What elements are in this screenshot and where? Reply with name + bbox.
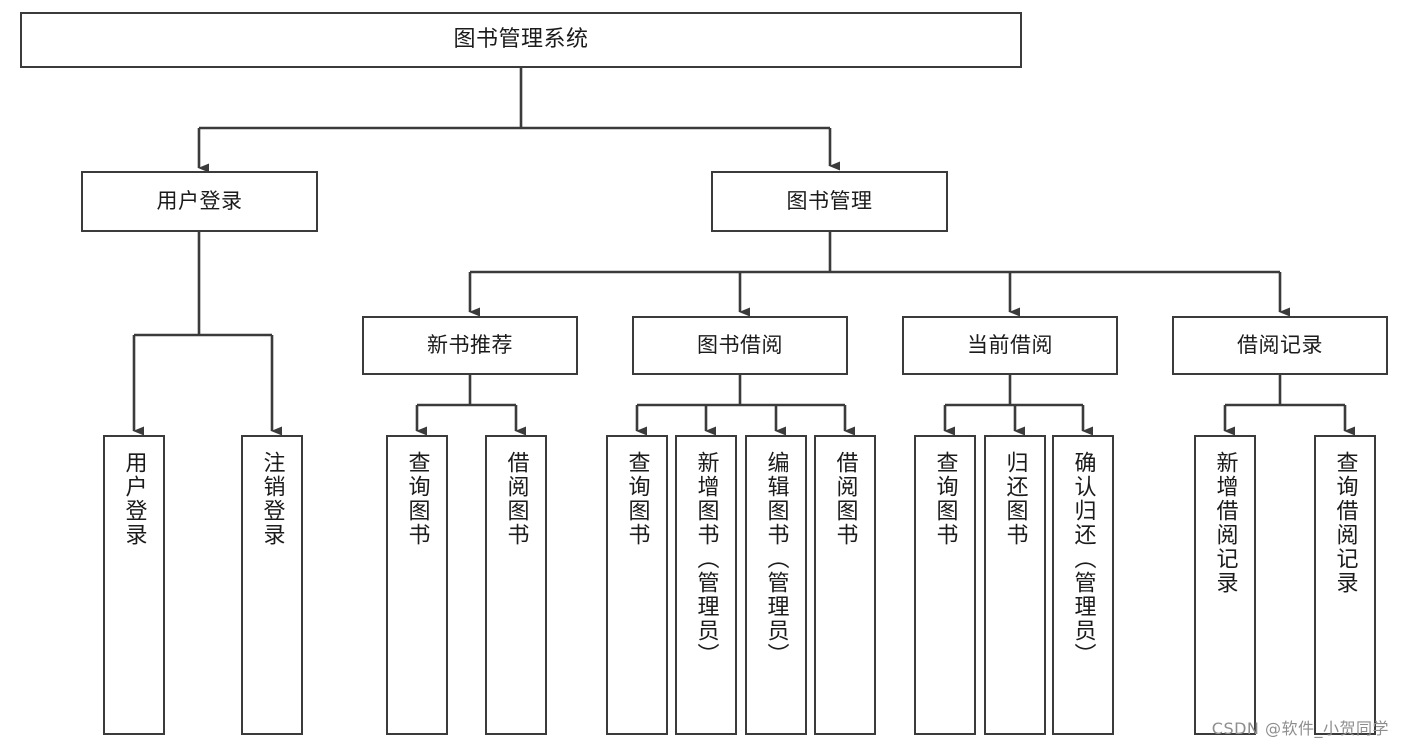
node-leaf-current-query-book-label: 查询图书 [932, 451, 958, 547]
node-leaf-record-query[interactable]: 查询借阅记录 [1314, 435, 1376, 735]
node-leaf-current-return-book-label: 归还图书 [1002, 451, 1028, 547]
node-leaf-logout[interactable]: 注销登录 [241, 435, 303, 735]
node-book-manage[interactable]: 图书管理 [711, 171, 948, 232]
node-current-borrow[interactable]: 当前借阅 [902, 316, 1118, 375]
node-leaf-rec-borrow-book[interactable]: 借阅图书 [485, 435, 547, 735]
node-root-system-label: 图书管理系统 [453, 27, 589, 53]
node-leaf-record-query-label: 查询借阅记录 [1332, 451, 1358, 595]
node-borrow-record[interactable]: 借阅记录 [1172, 316, 1388, 375]
node-leaf-borrow-edit-book[interactable]: 编辑图书（管理员） [745, 435, 807, 735]
node-new-book-recommend[interactable]: 新书推荐 [362, 316, 578, 375]
node-leaf-current-confirm-return-label: 确认归还（管理员） [1070, 451, 1096, 667]
node-leaf-record-add[interactable]: 新增借阅记录 [1194, 435, 1256, 735]
node-book-borrow-label: 图书借阅 [697, 333, 783, 358]
node-root-system[interactable]: 图书管理系统 [20, 12, 1022, 68]
node-leaf-borrow-borrow-book[interactable]: 借阅图书 [814, 435, 876, 735]
node-leaf-borrow-edit-book-label: 编辑图书（管理员） [763, 451, 789, 667]
node-user-login[interactable]: 用户登录 [81, 171, 318, 232]
node-leaf-borrow-add-book-label: 新增图书（管理员） [693, 451, 719, 667]
node-leaf-borrow-borrow-book-label: 借阅图书 [832, 451, 858, 547]
node-leaf-rec-borrow-book-label: 借阅图书 [503, 451, 529, 547]
node-leaf-rec-query-book-label: 查询图书 [404, 451, 430, 547]
node-new-book-recommend-label: 新书推荐 [427, 333, 513, 358]
node-current-borrow-label: 当前借阅 [967, 333, 1053, 358]
node-leaf-user-login-label: 用户登录 [121, 451, 147, 547]
node-leaf-borrow-query-book-label: 查询图书 [624, 451, 650, 547]
node-leaf-record-add-label: 新增借阅记录 [1212, 451, 1238, 595]
node-leaf-rec-query-book[interactable]: 查询图书 [386, 435, 448, 735]
node-leaf-current-query-book[interactable]: 查询图书 [914, 435, 976, 735]
node-leaf-current-confirm-return[interactable]: 确认归还（管理员） [1052, 435, 1114, 735]
node-leaf-logout-label: 注销登录 [259, 451, 285, 547]
node-book-borrow[interactable]: 图书借阅 [632, 316, 848, 375]
node-leaf-user-login[interactable]: 用户登录 [103, 435, 165, 735]
node-borrow-record-label: 借阅记录 [1237, 333, 1323, 358]
node-leaf-current-return-book[interactable]: 归还图书 [984, 435, 1046, 735]
node-leaf-borrow-query-book[interactable]: 查询图书 [606, 435, 668, 735]
node-user-login-label: 用户登录 [156, 189, 243, 214]
node-leaf-borrow-add-book[interactable]: 新增图书（管理员） [675, 435, 737, 735]
node-book-manage-label: 图书管理 [786, 189, 873, 214]
